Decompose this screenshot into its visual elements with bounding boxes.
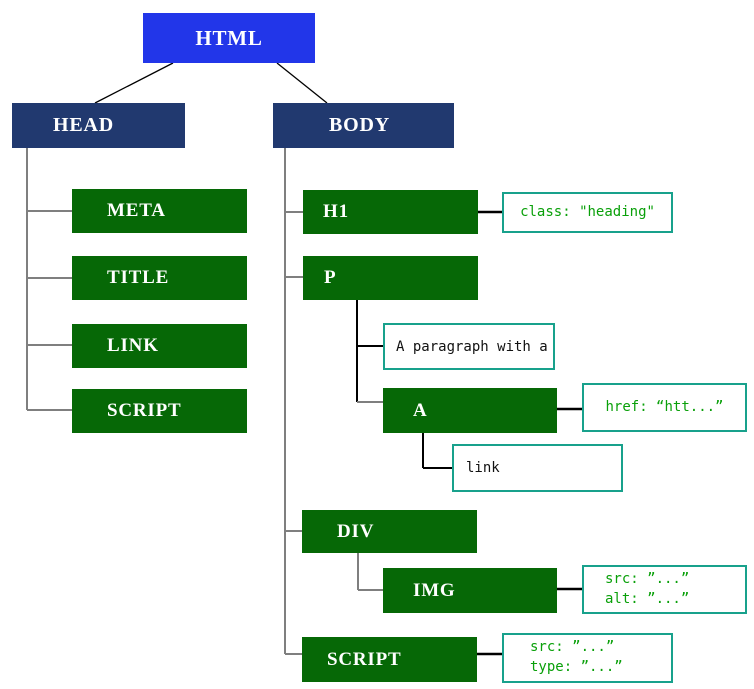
node-a-label: A xyxy=(413,399,428,421)
node-html-label: HTML xyxy=(195,25,263,50)
annotation-h1-attributes: class: "heading" xyxy=(502,192,673,233)
node-title: TITLE xyxy=(72,256,247,300)
edge-html-head xyxy=(94,62,174,104)
node-html: HTML xyxy=(143,13,315,63)
node-script-head-label: SCRIPT xyxy=(107,400,182,421)
text-node-paragraph-label: A paragraph with a xyxy=(396,338,548,355)
annotation-script-src: src: ”...” xyxy=(530,639,615,656)
node-link-label: LINK xyxy=(107,335,159,356)
node-body-label: BODY xyxy=(329,114,390,136)
edge-html-body xyxy=(276,62,328,104)
node-h1: H1 xyxy=(303,190,478,234)
annotation-script-attributes: src: ”...” type: ”...” xyxy=(502,633,673,683)
node-img: IMG xyxy=(383,568,557,613)
text-node-paragraph: A paragraph with a xyxy=(383,323,555,370)
node-meta-label: META xyxy=(107,200,166,221)
annotation-script-type: type: ”...” xyxy=(530,659,623,675)
annotation-img-src: src: ”...” xyxy=(605,570,690,587)
node-script-body-label: SCRIPT xyxy=(327,648,402,670)
node-div: DIV xyxy=(302,510,477,553)
annotation-a-attributes-text: href: “htt...” xyxy=(605,398,724,415)
node-p-label: P xyxy=(324,267,337,288)
node-head-label: HEAD xyxy=(53,114,114,136)
text-node-link-label: link xyxy=(466,460,500,476)
annotation-img-alt: alt: ”...” xyxy=(605,590,690,607)
node-script-body: SCRIPT xyxy=(302,637,477,682)
annotation-h1-attributes-text: class: "heading" xyxy=(520,203,655,220)
node-meta: META xyxy=(72,189,247,233)
node-div-label: DIV xyxy=(337,520,375,542)
node-title-label: TITLE xyxy=(107,267,170,288)
node-h1-label: H1 xyxy=(323,201,349,222)
annotation-img-attributes: src: ”...” alt: ”...” xyxy=(582,565,747,614)
node-body: BODY xyxy=(273,103,454,148)
node-a: A xyxy=(383,388,557,433)
node-img-label: IMG xyxy=(413,579,456,601)
node-p: P xyxy=(303,256,478,300)
node-script-head: SCRIPT xyxy=(72,389,247,433)
text-node-link: link xyxy=(452,444,623,492)
node-link: LINK xyxy=(72,324,247,368)
node-head: HEAD xyxy=(12,103,185,148)
annotation-a-attributes: href: “htt...” xyxy=(582,383,747,432)
